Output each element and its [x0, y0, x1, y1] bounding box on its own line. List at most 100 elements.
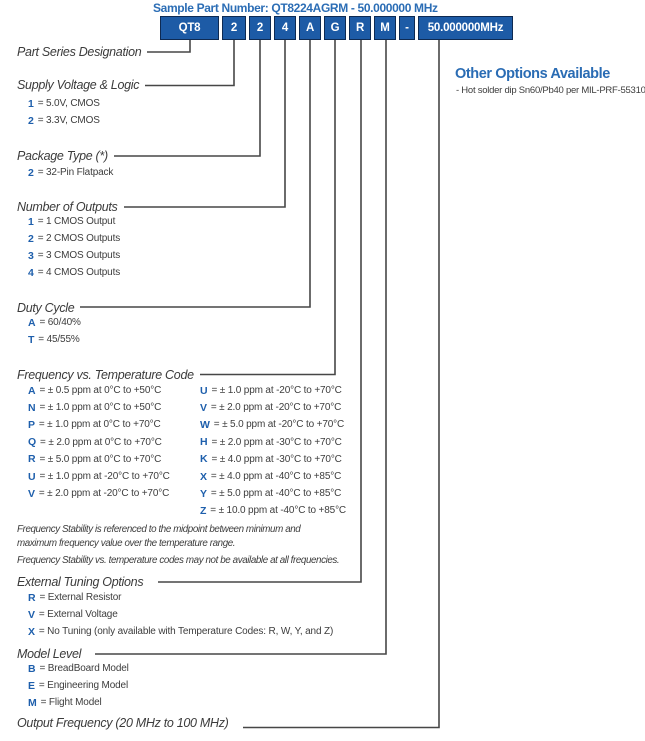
connector-tuning [158, 40, 362, 583]
option-code: A [28, 384, 36, 397]
option-desc: = BreadBoard Model [39, 663, 129, 674]
option-desc: = Flight Model [40, 697, 102, 708]
option-desc: = No Tuning (only available with Tempera… [38, 626, 334, 637]
option-row: 2= 2 CMOS Outputs [28, 230, 120, 247]
option-desc: = External Resistor [39, 592, 122, 603]
option-code: R [28, 453, 36, 466]
option-row: E= Engineering Model [28, 677, 129, 694]
option-row: U= ± 1.0 ppm at -20°C to +70°C [28, 468, 170, 485]
option-desc: = ± 1.0 ppm at -20°C to +70°C [39, 471, 170, 483]
option-code: T [28, 333, 35, 346]
option-row: 1= 1 CMOS Output [28, 213, 120, 230]
option-desc: = 3.3V, CMOS [37, 115, 100, 126]
part-number-table: QT8 2 2 4 A G R M - 50.000000MHz [160, 16, 513, 40]
option-code: Y [200, 487, 207, 500]
option-row: V= ± 2.0 ppm at -20°C to +70°C [28, 485, 170, 502]
option-row: 2= 32-Pin Flatpack [28, 164, 113, 181]
option-code: 1 [28, 215, 34, 228]
option-code: V [200, 401, 207, 414]
part-cell-duty: A [299, 16, 321, 40]
option-row: V= External Voltage [28, 606, 333, 623]
connector-supply [140, 40, 235, 87]
option-desc: = ± 4.0 ppm at -30°C to +70°C [211, 453, 342, 465]
section-label-freq-temp: Frequency vs. Temperature Code [17, 368, 200, 382]
option-code: M [28, 696, 37, 709]
option-code: 4 [28, 266, 34, 279]
tuning-options: R= External Resistor V= External Voltage… [28, 589, 333, 640]
part-cell-dash: - [399, 16, 415, 40]
option-desc: = ± 5.0 ppm at 0°C to +70°C [39, 453, 162, 465]
option-row: X= ± 4.0 ppm at -40°C to +85°C [200, 468, 346, 485]
option-code: K [200, 453, 208, 466]
option-row: U= ± 1.0 ppm at -20°C to +70°C [200, 382, 346, 399]
note-line: maximum frequency value over the tempera… [17, 537, 236, 549]
option-desc: = ± 4.0 ppm at -40°C to +85°C [210, 471, 342, 483]
connector-freq-temp [198, 40, 336, 376]
option-desc: = ± 2.0 ppm at 0°C to +70°C [40, 436, 162, 448]
option-desc: = 1 CMOS Output [37, 216, 116, 227]
option-desc: = 3 CMOS Outputs [37, 250, 121, 261]
option-code: Q [28, 436, 37, 449]
option-code: 3 [28, 249, 34, 262]
option-row: B= BreadBoard Model [28, 660, 129, 677]
option-desc: = 4 CMOS Outputs [37, 267, 121, 278]
option-row: Z= ± 10.0 ppm at -40°C to +85°C [200, 502, 346, 519]
section-label-duty: Duty Cycle [17, 301, 81, 315]
section-label-model: Model Level [17, 647, 88, 661]
model-options: B= BreadBoard Model E= Engineering Model… [28, 660, 129, 711]
option-desc: = ± 10.0 ppm at -40°C to +85°C [210, 505, 346, 517]
option-row: K= ± 4.0 ppm at -30°C to +70°C [200, 451, 346, 468]
option-code: P [28, 418, 35, 431]
option-row: Q= ± 2.0 ppm at 0°C to +70°C [28, 434, 170, 451]
option-row: V= ± 2.0 ppm at -20°C to +70°C [200, 399, 346, 416]
option-code: V [28, 487, 35, 500]
package-options: 2= 32-Pin Flatpack [28, 164, 113, 181]
option-desc: = External Voltage [38, 609, 118, 620]
connector-duty [78, 40, 311, 308]
option-desc: = ± 5.0 ppm at -40°C to +85°C [210, 488, 342, 500]
connector-package [112, 40, 261, 157]
note-line: Frequency Stability is referenced to the… [17, 524, 301, 535]
option-code: U [200, 384, 208, 397]
option-code: N [28, 401, 36, 414]
outputs-options: 1= 1 CMOS Output 2= 2 CMOS Outputs 3= 3 … [28, 213, 120, 281]
option-row: M= Flight Model [28, 694, 129, 711]
supply-options: 1= 5.0V, CMOS 2= 3.3V, CMOS [28, 95, 100, 129]
option-row: 4= 4 CMOS Outputs [28, 264, 120, 281]
option-code: 2 [28, 232, 34, 245]
option-code: Z [200, 504, 207, 517]
option-code: U [28, 470, 36, 483]
part-cell-supply: 2 [222, 16, 246, 40]
option-code: X [28, 625, 35, 638]
section-label-tuning: External Tuning Options [17, 575, 150, 589]
option-row: H= ± 2.0 ppm at -30°C to +70°C [200, 434, 346, 451]
option-code: E [28, 679, 35, 692]
option-code: H [200, 436, 208, 449]
option-desc: = ± 2.0 ppm at -20°C to +70°C [38, 488, 170, 500]
connector-outputs [122, 40, 286, 208]
part-cell-model: M [374, 16, 396, 40]
option-row: P= ± 1.0 ppm at 0°C to +70°C [28, 416, 170, 433]
option-desc: = 2 CMOS Outputs [37, 233, 121, 244]
part-cell-tuning: R [349, 16, 371, 40]
option-desc: = ± 1.0 ppm at 0°C to +50°C [39, 402, 162, 414]
section-label-outputs: Number of Outputs [17, 200, 124, 214]
option-row: T= 45/55% [28, 331, 81, 348]
option-desc: = ± 2.0 ppm at -30°C to +70°C [211, 436, 342, 448]
note-line: Frequency Stability vs. temperature code… [17, 555, 340, 566]
option-desc: = ± 0.5 ppm at 0°C to +50°C [39, 385, 162, 397]
option-row: R= ± 5.0 ppm at 0°C to +70°C [28, 451, 170, 468]
section-label-output-freq: Output Frequency (20 MHz to 100 MHz) [17, 716, 235, 730]
option-code: V [28, 608, 35, 621]
connector-model [95, 40, 387, 655]
other-options-item: - Hot solder dip Sn60/Pb40 per MIL-PRF-5… [456, 85, 645, 96]
option-row: R= External Resistor [28, 589, 333, 606]
option-code: 2 [28, 114, 34, 127]
section-label-package: Package Type (*) [17, 149, 114, 163]
option-desc: = ± 1.0 ppm at -20°C to +70°C [211, 385, 342, 397]
option-row: A= 60/40% [28, 314, 81, 331]
option-row: 1= 5.0V, CMOS [28, 95, 100, 112]
option-desc: = Engineering Model [38, 680, 129, 691]
freq-temp-left-column: A= ± 0.5 ppm at 0°C to +50°C N= ± 1.0 pp… [28, 382, 170, 502]
